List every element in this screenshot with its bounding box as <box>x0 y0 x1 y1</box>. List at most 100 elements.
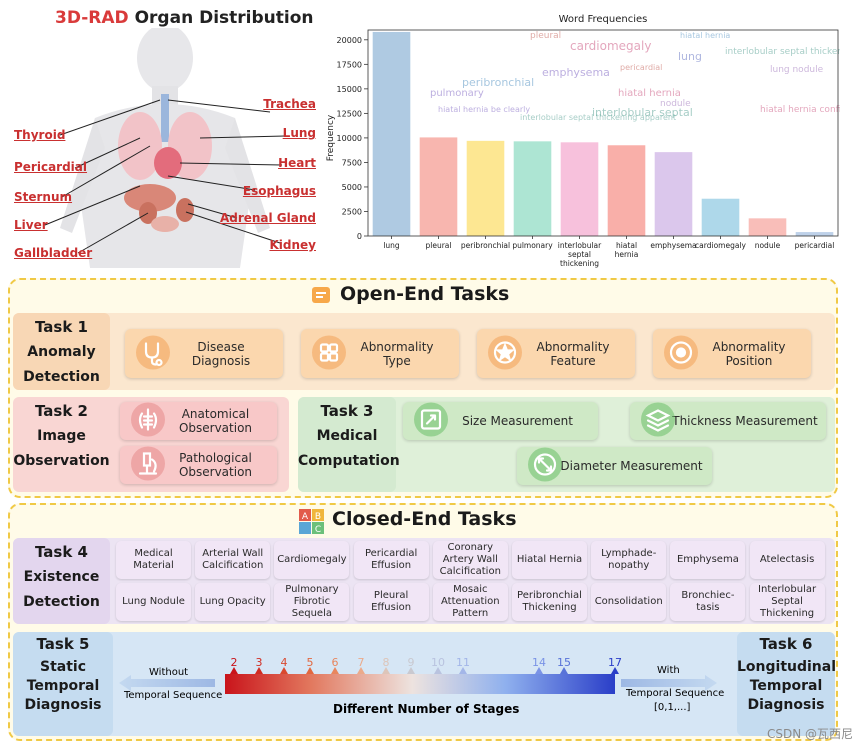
finding-card: Medical Material <box>116 541 191 579</box>
finding-card: Coronary Artery Wall Calcification <box>432 541 508 579</box>
label-kidney: Kidney <box>269 238 316 252</box>
finding-card: Lung Opacity <box>195 583 271 621</box>
x-tick-label: nodule <box>755 241 781 250</box>
finding-card: Pulmonary Fibrotic Sequela <box>274 583 350 621</box>
stage-marker <box>459 667 467 674</box>
abnormality-feature-card: Abnormality Feature <box>477 329 635 378</box>
y-tick-label: 0 <box>357 232 362 241</box>
with-label: With <box>657 665 680 676</box>
task1-number: Task 1 <box>35 318 88 336</box>
label-thyroid: Thyroid <box>14 128 66 142</box>
pathological-observation-card: Pathological Observation <box>120 446 277 484</box>
label-pericardial: Pericardial <box>14 160 88 174</box>
trachea-shape <box>161 94 169 142</box>
finding-card: Arterial Wall Calcification <box>195 541 271 579</box>
finding-card: Consolidation <box>591 583 667 621</box>
chart-title: Word Frequencies <box>559 14 648 25</box>
task1-name-l1: Anomaly <box>27 344 96 360</box>
stage-number: 6 <box>332 656 339 669</box>
label-liver: Liver <box>14 218 48 232</box>
wordcloud-word: lung nodule <box>770 65 824 75</box>
disease-diagnosis-card-label: Disease Diagnosis <box>191 339 251 368</box>
wordcloud-word: emphysema <box>542 66 610 79</box>
task5-head-panel <box>13 632 113 736</box>
wordcloud-word: pericardial <box>620 63 662 72</box>
stage-marker <box>280 667 288 674</box>
chart-bar <box>419 137 458 236</box>
stage-number: 17 <box>608 656 622 669</box>
label-sternum: Sternum <box>14 190 73 204</box>
wordcloud-word: nodule <box>660 99 691 109</box>
resize-icon <box>413 402 449 441</box>
without-seq-label: Temporal Sequence <box>124 690 223 701</box>
stage-marker <box>535 667 543 674</box>
wordcloud-word: interlobular septal thickening apparent <box>520 113 676 122</box>
task6-name-l1: Longitudinal <box>737 659 837 675</box>
y-tick-label: 7500 <box>342 158 362 167</box>
chart-bar <box>607 145 646 236</box>
stage-marker <box>560 667 568 674</box>
finding-card: Interlobular Septal Thickening <box>749 583 825 621</box>
x-tick-label: septal <box>568 250 591 259</box>
stage-number: 15 <box>557 656 571 669</box>
finding-card: Atelectasis <box>749 541 825 579</box>
x-tick-label: thickening <box>560 259 599 268</box>
task2-name-l1: Image <box>37 428 86 444</box>
task5-name-l1: Static <box>39 659 86 675</box>
label-heart: Heart <box>278 156 316 170</box>
finding-card: Hiatal Hernia <box>512 541 587 579</box>
chart-bar <box>513 141 552 236</box>
abnormality-feature-card-label: Abnormality Feature <box>536 339 610 368</box>
x-tick-label: peribronchial <box>461 241 510 250</box>
stage-number: 4 <box>281 656 288 669</box>
task3-name-l1: Medical <box>316 428 378 444</box>
finding-card: Bronchiec- tasis <box>670 583 746 621</box>
task5-name-l3: Diagnosis <box>24 697 102 713</box>
abnormality-position-card: Abnormality Position <box>653 329 811 378</box>
anatomical-observation-card-label: Anatomical Observation <box>178 407 253 435</box>
wordcloud-word: hiatal hernia <box>680 31 730 40</box>
finding-card: Peribronchial Thickening <box>512 583 587 621</box>
pathological-observation-card-label: Pathological Observation <box>178 451 253 479</box>
finding-card: Lung Nodule <box>116 583 191 621</box>
task3-head: Task 3 Medical Computation <box>298 399 400 474</box>
x-tick-label: pulmonary <box>512 241 553 250</box>
stage-number: 7 <box>358 656 365 669</box>
stages-caption: Different Number of Stages <box>333 702 520 716</box>
star-icon <box>487 334 523 373</box>
y-tick-label: 12500 <box>337 109 362 118</box>
right-arrow-icon <box>621 675 717 691</box>
task4-head-panel <box>13 538 110 624</box>
with-seq-label: Temporal Sequence <box>626 688 725 699</box>
open-end-icon <box>312 287 330 303</box>
y-tick-label: 2500 <box>342 207 362 216</box>
abnormality-type-card: Abnormality Type <box>301 329 459 378</box>
label-esophagus: Esophagus <box>242 184 316 198</box>
task5-number: Task 5 <box>36 635 90 653</box>
label-lung: Lung <box>282 126 316 140</box>
diameter-measurement-card-label: Diameter Measurement <box>560 459 703 473</box>
abnormality-type-card-label: Abnormality Type <box>360 339 434 368</box>
stage-gradient-bar <box>225 674 615 694</box>
microscope-icon <box>130 446 166 485</box>
wordcloud-word: hiatal hernia confirmed <box>760 105 840 115</box>
stage-marker <box>611 667 619 674</box>
x-tick-label: cardiomegaly <box>695 241 746 250</box>
watermark: CSDN @瓦西尼 <box>766 727 853 741</box>
svg-text:C: C <box>315 525 321 534</box>
label-trachea: Trachea <box>263 97 316 111</box>
wordcloud-word: cardiomegaly <box>570 39 651 53</box>
task4-head: Task 4 Existence Detection <box>13 540 110 615</box>
label-adrenal-gland: Adrenal Gland <box>219 211 316 225</box>
thickness-measurement-card: Thickness Measurement <box>630 402 826 440</box>
anatomical-observation-card: Anatomical Observation <box>120 402 277 440</box>
chart-ylabel: Frequency <box>326 114 336 161</box>
chart-bar <box>748 218 787 236</box>
grid-icon <box>311 334 347 373</box>
wordcloud-word: interlobular septal <box>592 106 693 119</box>
x-tick-label: pleural <box>426 241 452 250</box>
body-illustration <box>44 28 286 268</box>
task6-name-l3: Diagnosis <box>747 697 825 713</box>
title-rest: Organ Distribution <box>134 8 314 28</box>
task1-name-l2: Detection <box>23 369 100 385</box>
